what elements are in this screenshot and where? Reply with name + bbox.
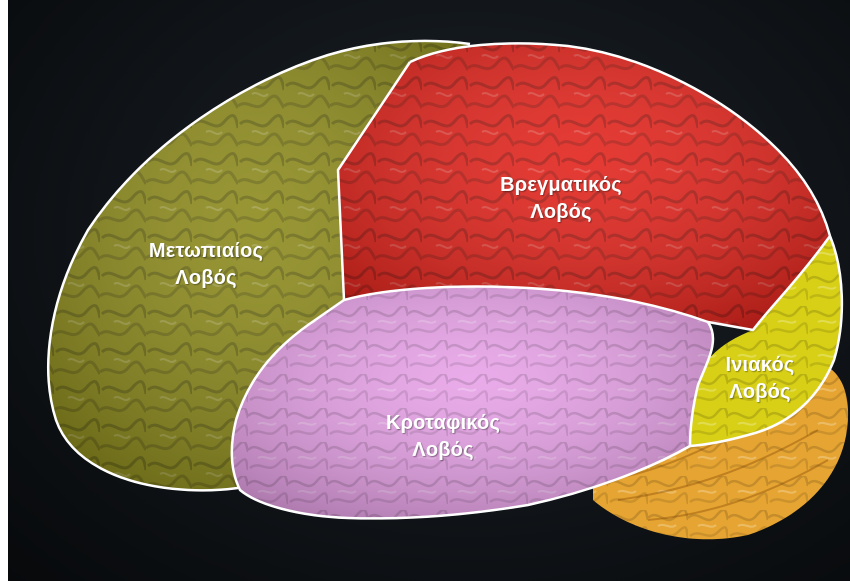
brain-diagram: Μετωπιαίος Λοβός Βρεγματικός Λοβός Κροτα… [8, 0, 850, 581]
parietal-lobe-label: Βρεγματικός Λοβός [476, 172, 646, 226]
temporal-lobe-label-line1: Κροταφικός [358, 410, 528, 437]
occipital-lobe-label-line2: Λοβός [700, 379, 820, 406]
occipital-lobe-label: Ινιακός Λοβός [700, 352, 820, 406]
frontal-lobe-label-line1: Μετωπιαίος [126, 238, 286, 265]
parietal-lobe-label-line2: Λοβός [476, 199, 646, 226]
temporal-lobe-label-line2: Λοβός [358, 437, 528, 464]
occipital-lobe-label-line1: Ινιακός [700, 352, 820, 379]
temporal-lobe-label: Κροταφικός Λοβός [358, 410, 528, 464]
frontal-lobe-label-line2: Λοβός [126, 265, 286, 292]
parietal-lobe-label-line1: Βρεγματικός [476, 172, 646, 199]
frontal-lobe-label: Μετωπιαίος Λοβός [126, 238, 286, 292]
